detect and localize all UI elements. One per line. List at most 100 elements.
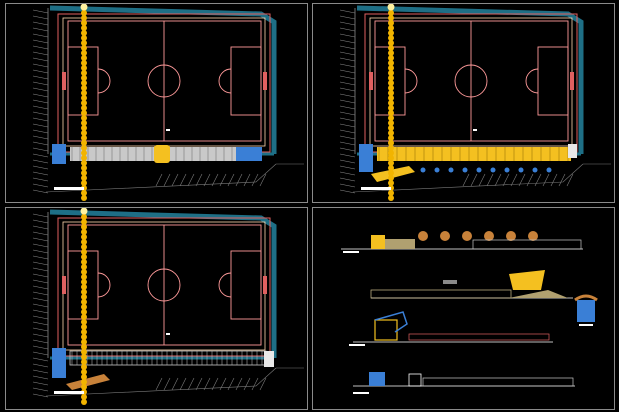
hatch-line: [32, 333, 49, 338]
penalty-area-right: [537, 46, 569, 116]
terrain-hatch: [542, 173, 550, 187]
terrain-contour: [45, 367, 277, 397]
light-pole-segment: [388, 140, 394, 146]
light-pole-segment: [81, 359, 87, 365]
hatch-line: [32, 297, 49, 302]
football-pitch: [67, 20, 262, 142]
hatch-line: [339, 165, 356, 170]
light-pole-segment: [388, 95, 394, 101]
hatch-line: [32, 171, 49, 176]
hatch-line: [339, 177, 356, 182]
terrain-hatch: [203, 377, 211, 391]
terrain-hatch: [187, 377, 195, 391]
light-pole-segment: [81, 15, 87, 21]
viewport-site-plan-1[interactable]: [5, 3, 308, 203]
viewport-elevations[interactable]: [312, 207, 615, 410]
hatch-line: [32, 165, 49, 170]
stands: [52, 144, 262, 164]
hatch-line: [32, 315, 49, 320]
light-pole-segment: [81, 10, 87, 16]
pitch-marker: [166, 333, 170, 335]
light-pole-segment: [81, 120, 87, 126]
hatch-line: [32, 249, 49, 254]
hatch-line: [339, 51, 356, 56]
light-pole-segment: [81, 344, 87, 350]
viewport-site-plan-2[interactable]: [312, 3, 615, 203]
light-pole-segment: [388, 35, 394, 41]
hatch-line: [32, 393, 49, 398]
building-block: [408, 373, 422, 387]
light-pole-segment: [388, 80, 394, 86]
stands-block: [377, 147, 571, 161]
hatch-line: [32, 291, 49, 296]
light-pole-segment: [81, 339, 87, 345]
hatch-line: [32, 21, 49, 26]
stand-facade: [472, 239, 582, 250]
light-pole-segment: [81, 244, 87, 250]
hatch-line: [32, 183, 49, 188]
centre-circle: [147, 268, 181, 302]
light-pole-segment: [81, 85, 87, 91]
stair-hatch: [32, 213, 49, 398]
stands: [52, 348, 274, 390]
hatch-line: [339, 75, 356, 80]
terrain-hatch: [179, 173, 187, 187]
hatch-line: [339, 9, 356, 14]
hatch-line: [32, 81, 49, 86]
light-pole-segment: [388, 155, 394, 161]
light-pole-segment: [81, 379, 87, 385]
hatch-line: [32, 219, 49, 224]
stand-block-right: [264, 351, 274, 367]
hatch-line: [32, 105, 49, 110]
light-pole: [80, 4, 88, 201]
light-pole-segment: [81, 35, 87, 41]
light-pole-segment: [388, 70, 394, 76]
goal-left: [62, 72, 66, 90]
light-pole-segment: [81, 394, 87, 400]
light-pole-segment: [81, 50, 87, 56]
light-pole: [387, 4, 395, 201]
penalty-area-right: [230, 250, 262, 320]
hatch-line: [32, 27, 49, 32]
terrain-hatch: [211, 173, 219, 187]
light-pole-segment: [81, 125, 87, 131]
title-block: [54, 391, 84, 394]
outer-wall: [57, 217, 271, 357]
light-pole-segment: [81, 130, 87, 136]
hatch-line: [32, 381, 49, 386]
terrain-contour: [45, 163, 277, 193]
terrain-hatch: [526, 173, 534, 187]
light-pole-segment: [81, 25, 87, 31]
terrain-hatch: [235, 173, 243, 187]
hatch-line: [32, 45, 49, 50]
planter: [532, 167, 538, 173]
hatch-line: [32, 57, 49, 62]
light-pole-segment: [388, 30, 394, 36]
terrain-hatch: [243, 173, 251, 187]
light-pole-segment: [81, 20, 87, 26]
planter: [490, 167, 496, 173]
light-pole-segment: [388, 165, 394, 171]
hatch-line: [32, 339, 49, 344]
viewport-site-plan-3[interactable]: [5, 207, 308, 410]
elevation-label: [343, 251, 359, 253]
hatch-line: [32, 111, 49, 116]
hatch-line: [32, 153, 49, 158]
terrain-hatch: [219, 173, 227, 187]
hatch-line: [32, 51, 49, 56]
light-pole-segment: [81, 45, 87, 51]
terrain-hatch: [550, 173, 558, 187]
light-pole-segment: [81, 30, 87, 36]
hatch-line: [32, 369, 49, 374]
terrain-hatch: [510, 173, 518, 187]
hatch-line: [339, 87, 356, 92]
terrain-hatch: [195, 173, 203, 187]
light-pole-segment: [81, 264, 87, 270]
terrain-hatch: [486, 173, 494, 187]
terrain-hatch: [494, 173, 502, 187]
perimeter-band: [356, 5, 584, 154]
light-pole-segment: [81, 180, 87, 186]
hatch-line: [32, 99, 49, 104]
terrain-hatch: [195, 377, 203, 391]
pitch-marker: [166, 129, 170, 131]
